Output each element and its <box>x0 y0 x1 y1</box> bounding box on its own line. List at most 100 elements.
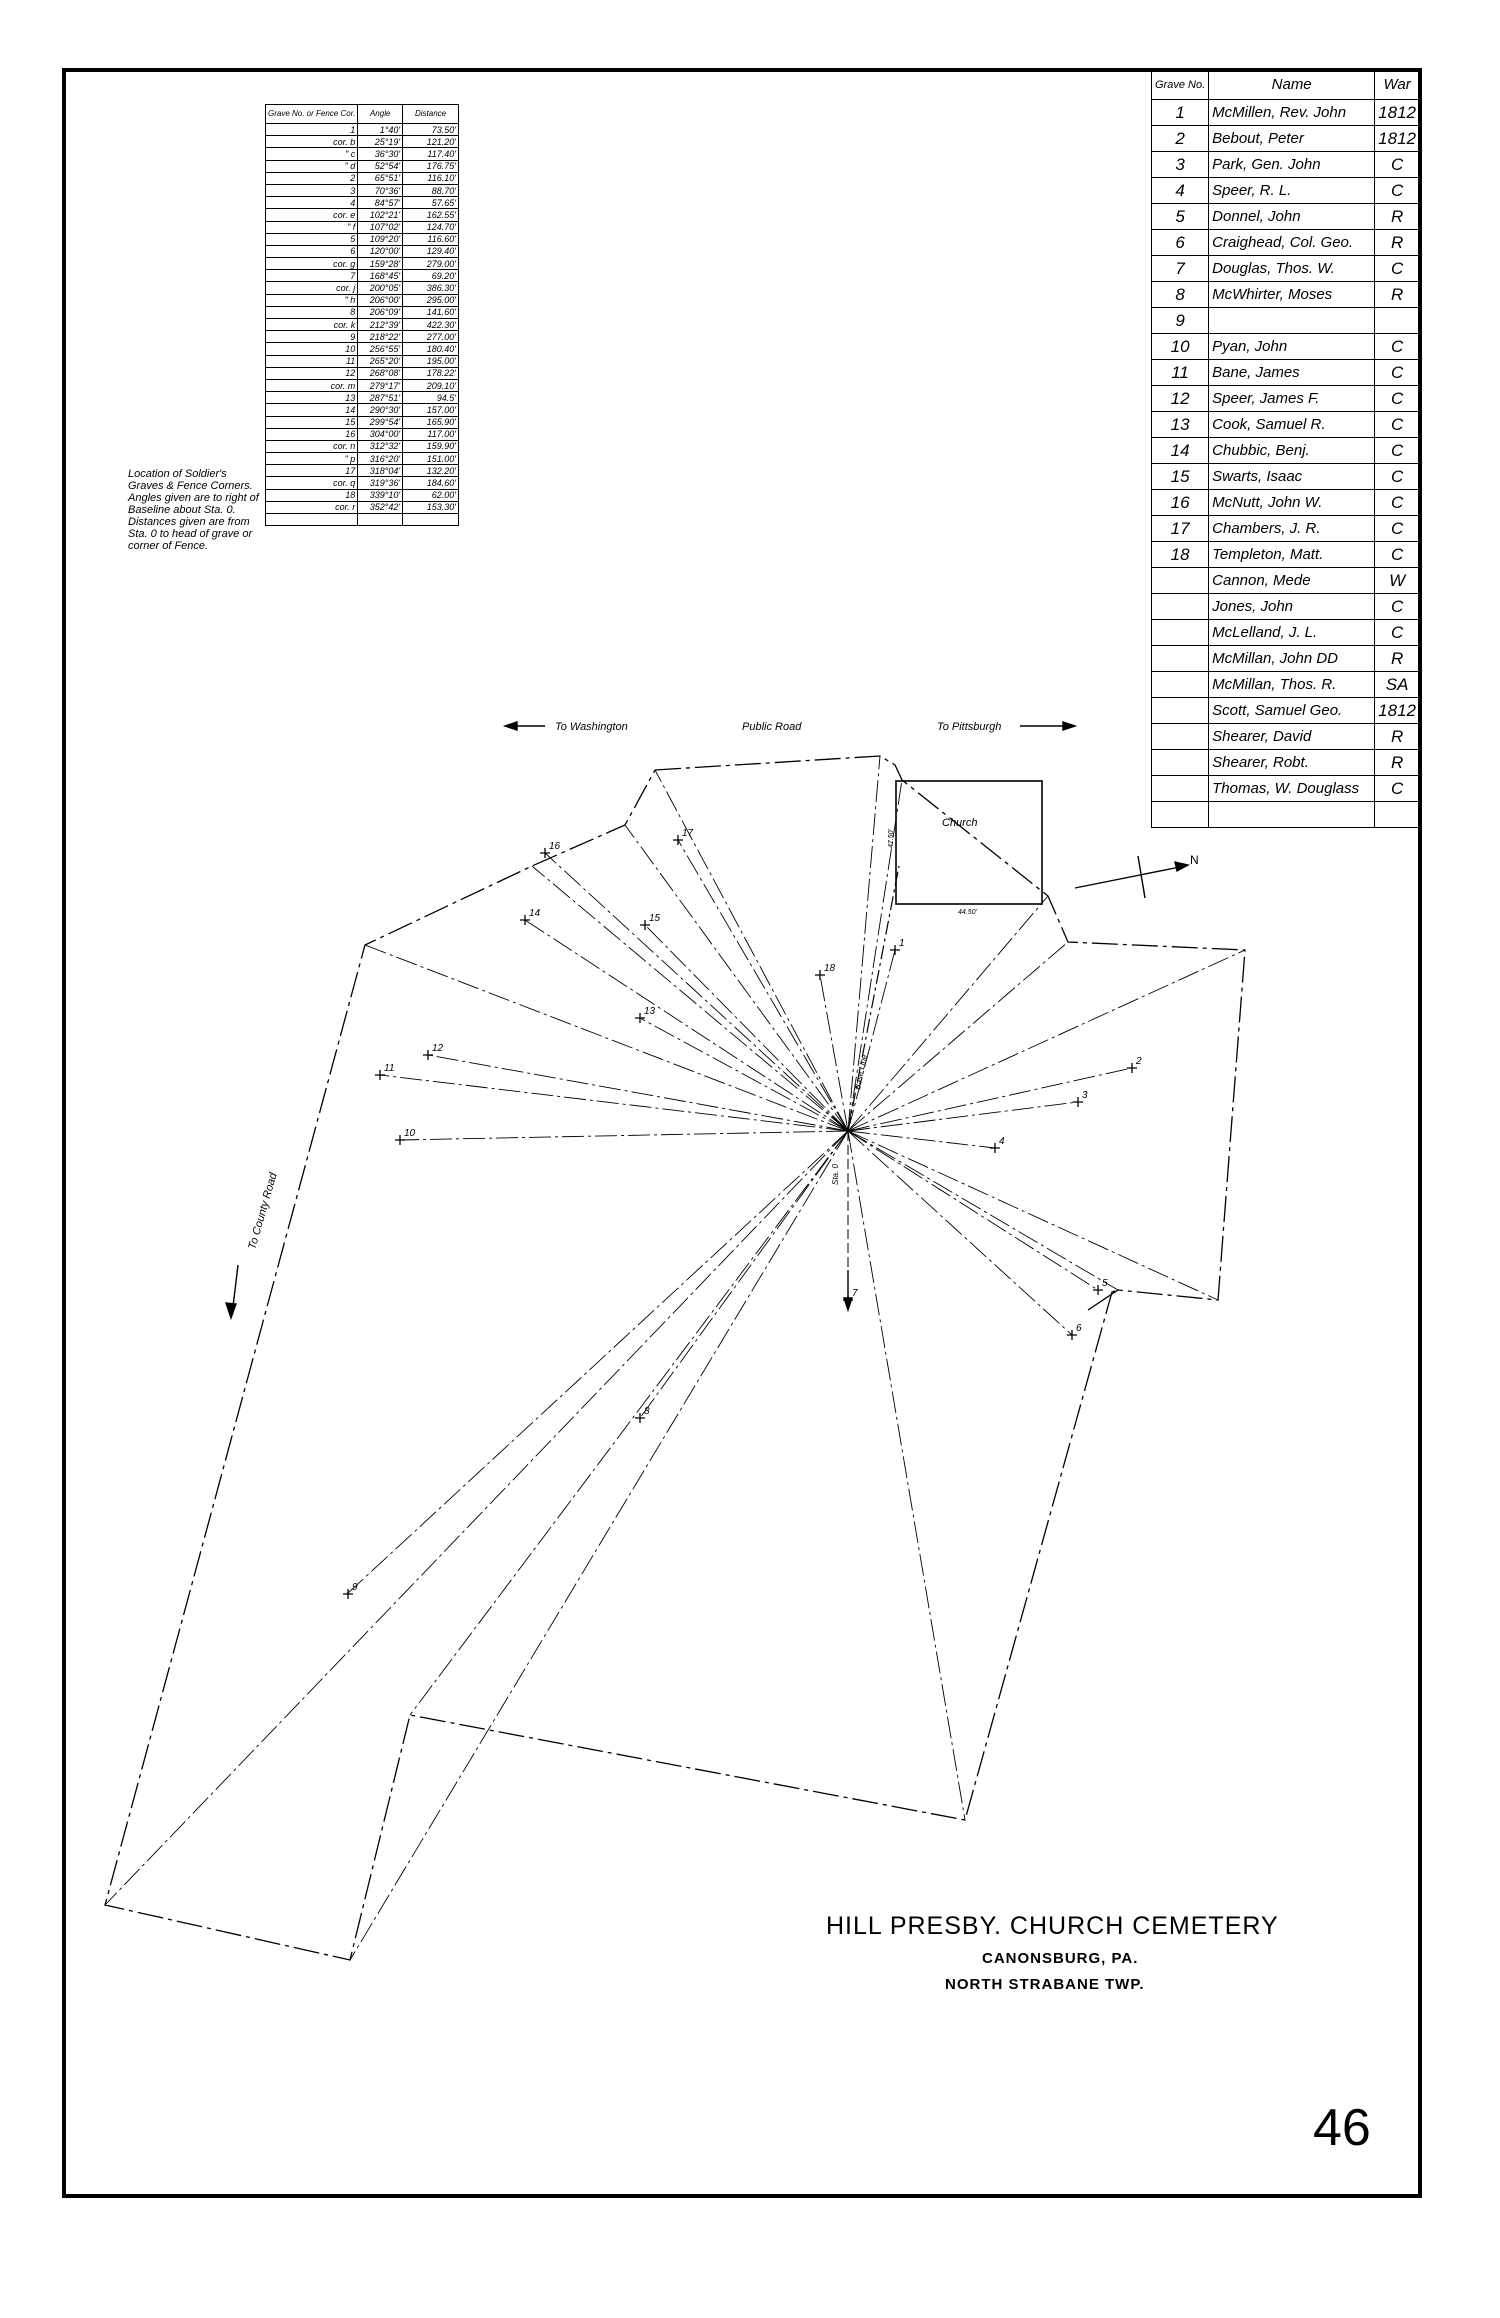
roster-cell-grave: 8 <box>1150 281 1210 308</box>
roster-cell-name: Donnel, John <box>1208 203 1376 230</box>
survey-cell-grave <box>264 512 359 527</box>
roster-cell-name: Scott, Samuel Geo. <box>1208 697 1376 724</box>
grave-number-label: 6 <box>1076 1323 1082 1334</box>
survey-ray <box>847 949 1246 1132</box>
survey-ray <box>639 1017 849 1132</box>
roster-cell-name: Speer, R. L. <box>1208 177 1376 204</box>
survey-ray <box>819 974 849 1132</box>
roster-cell-war: C <box>1374 489 1420 516</box>
roster-row <box>1150 801 1420 828</box>
grave-number-label: 17 <box>682 828 694 839</box>
grave-number-label: 15 <box>649 913 661 924</box>
grave-number-label: 5 <box>1102 1278 1108 1289</box>
survey-note: Location of Soldier's Graves & Fence Cor… <box>128 468 259 552</box>
grave-cross-icon <box>375 1070 385 1080</box>
church-width-label: 44.50' <box>958 909 978 916</box>
survey-ray <box>349 1130 849 1961</box>
grave-marker: 18 <box>815 963 836 980</box>
grave-number-label: 12 <box>432 1043 444 1054</box>
survey-ray <box>346 1130 849 1595</box>
roster-cell-grave <box>1150 671 1210 698</box>
roster-cell-war: C <box>1374 411 1420 438</box>
grave-marker: 17 <box>673 828 694 845</box>
grave-cross-icon <box>1073 1097 1083 1107</box>
roster-cell-grave <box>1150 801 1210 828</box>
map-title: HILL PRESBY. CHURCH CEMETERY <box>826 1912 1279 1940</box>
grave-cross-icon <box>1127 1063 1137 1073</box>
roster-cell-name: Cook, Samuel R. <box>1208 411 1376 438</box>
survey-ray <box>644 924 849 1132</box>
north-label: N <box>1190 853 1199 867</box>
roster-cell-name: McWhirter, Moses <box>1208 281 1376 308</box>
grave-cross-icon <box>395 1135 405 1145</box>
fence-label: To County Road <box>246 1171 280 1251</box>
roster-cell-war: C <box>1374 541 1420 568</box>
roster-cell-grave: 13 <box>1150 411 1210 438</box>
survey-ray <box>654 769 849 1132</box>
roster-cell-grave <box>1150 723 1210 750</box>
church-depth-label: 47.50' <box>888 828 895 848</box>
road-right-label: To Pittsburgh <box>937 721 1001 733</box>
grave-marker: 9 <box>343 1582 358 1599</box>
grave-cross-icon <box>635 1413 645 1423</box>
grave-cross-icon <box>540 848 550 858</box>
grave-cross-icon <box>990 1143 1000 1153</box>
page-number: 46 <box>1313 2099 1371 2157</box>
roster-cell-war: C <box>1374 437 1420 464</box>
roster-cell-grave <box>1150 775 1210 802</box>
roster-cell-grave <box>1150 645 1210 672</box>
roster-cell-war: SA <box>1374 671 1420 698</box>
roster-cell-war: R <box>1374 749 1420 776</box>
grave-number-label: 10 <box>404 1128 416 1139</box>
survey-ray <box>847 755 881 1132</box>
grave-marker: 10 <box>395 1128 416 1145</box>
baseline-label: Base Line <box>853 1053 869 1090</box>
survey-ray <box>531 865 849 1132</box>
roster-row: McLelland, J. L.C <box>1150 619 1420 646</box>
grave-marker: 16 <box>540 841 561 858</box>
roster-cell-name: McMillen, Rev. John <box>1208 99 1376 126</box>
north-arrow <box>1074 865 1186 889</box>
roster-cell-war: 1812 <box>1374 697 1420 724</box>
survey-cell-distance: 117.00' <box>402 427 459 441</box>
roster-cell-war: C <box>1374 333 1420 360</box>
map-subtitle-township: NORTH STRABANE TWP. <box>945 1976 1145 1993</box>
roster-cell-war: C <box>1374 385 1420 412</box>
baseline <box>847 865 900 1132</box>
grave-number-label: 11 <box>384 1063 394 1074</box>
grave-cross-icon <box>640 920 650 930</box>
roster-cell-name: Chubbic, Benj. <box>1208 437 1376 464</box>
grave-number-label: 8 <box>644 1406 650 1417</box>
survey-ray <box>379 1074 849 1132</box>
roster-cell-war: 1812 <box>1374 125 1420 152</box>
survey-ray <box>847 1130 1099 1291</box>
roster-header-name: Name <box>1208 70 1376 100</box>
roster-cell-war: C <box>1374 151 1420 178</box>
fence-line <box>104 755 1246 1961</box>
survey-ray <box>524 919 849 1132</box>
roster-cell-war: R <box>1374 281 1420 308</box>
grave-number-label: 18 <box>824 963 836 974</box>
grave-cross-icon <box>843 1295 853 1305</box>
arrow-pittsburgh-head <box>1062 721 1078 731</box>
grave-number-label: 16 <box>549 841 561 852</box>
grave-marker: 11 <box>375 1063 394 1080</box>
survey-ray <box>677 839 849 1132</box>
roster-cell-name: McNutt, John W. <box>1208 489 1376 516</box>
grave-marker: 6 <box>1067 1323 1082 1340</box>
north-arrow-head <box>1174 861 1190 873</box>
roster-cell-grave: 17 <box>1150 515 1210 542</box>
church-building <box>895 780 1043 905</box>
grave-cross-icon <box>343 1589 353 1599</box>
